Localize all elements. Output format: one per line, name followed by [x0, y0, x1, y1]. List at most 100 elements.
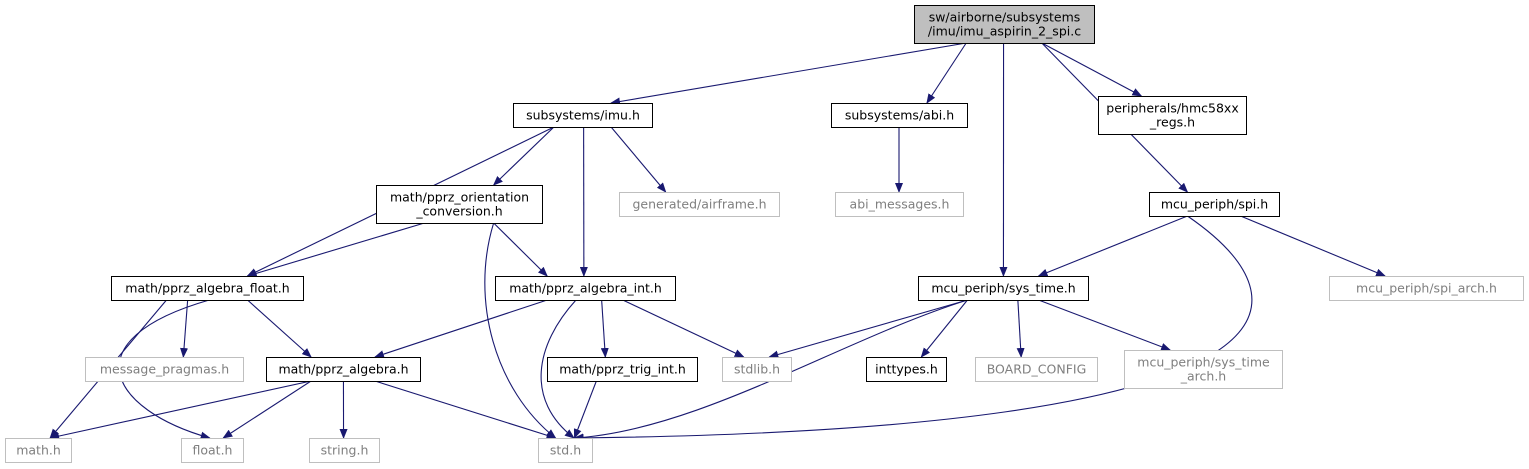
node-box [722, 357, 792, 382]
node-orient[interactable]: math/pprz_orientation_conversion.h [376, 185, 543, 224]
node-box [111, 276, 304, 301]
node-box [1329, 276, 1524, 301]
node-label: abi_messages.h [850, 197, 950, 212]
node-float: float.h [181, 438, 244, 463]
node-box [5, 438, 72, 463]
node-math: math.h [5, 438, 72, 463]
edge-alg-to-math [49, 380, 312, 440]
edge-spi_h-to-std [573, 215, 1253, 442]
node-box [266, 357, 421, 382]
node-box [619, 192, 780, 217]
edge-orient-to-std [484, 222, 557, 439]
node-label: subsystems/imu.h [526, 108, 640, 123]
node-inttypes[interactable]: inttypes.h [866, 357, 947, 382]
node-stdlib: stdlib.h [722, 357, 792, 382]
node-box [1149, 192, 1280, 217]
node-label: generated/airframe.h [632, 197, 766, 212]
edge-alg_float-to-msg_prag [180, 299, 189, 358]
node-box [85, 357, 244, 382]
node-spi_arch: mcu_periph/spi_arch.h [1329, 276, 1524, 301]
edge-alg_int-to-trig [600, 299, 609, 358]
edge-alg_int-to-stdlib [622, 299, 745, 358]
node-label: mcu_periph/sys_time.h [931, 281, 1075, 296]
node-string: string.h [309, 438, 380, 463]
node-label: float.h [193, 443, 233, 458]
edge-alg_int-to-alg [374, 299, 548, 358]
node-label: message_pragmas.h [100, 362, 229, 377]
node-box [866, 357, 947, 382]
node-label: stdlib.h [734, 362, 780, 377]
node-box [835, 192, 964, 217]
node-box [831, 103, 968, 128]
node-board: BOARD_CONFIG [975, 357, 1098, 382]
node-box [547, 357, 698, 382]
edge-sys_time-to-stdlib [768, 299, 968, 359]
edge-trig-to-std [573, 380, 597, 439]
node-box [538, 438, 593, 463]
node-label: peripherals/hmc58xx [1106, 101, 1238, 116]
edge-root-to-imu_h [610, 42, 967, 106]
node-alg_float[interactable]: math/pprz_algebra_float.h [111, 276, 304, 301]
node-label: _arch.h [1180, 369, 1226, 384]
node-box [975, 357, 1098, 382]
node-box [914, 5, 1095, 44]
edge-imu_h-to-airframe [610, 126, 667, 193]
node-label: std.h [550, 443, 581, 458]
edge-alg-to-float [222, 380, 312, 439]
node-label: mcu_periph/sys_time [1137, 355, 1270, 370]
node-alg_int[interactable]: math/pprz_algebra_int.h [495, 276, 676, 301]
node-label: math/pprz_trig_int.h [559, 362, 686, 377]
node-label: inttypes.h [875, 362, 938, 377]
node-box [513, 103, 653, 128]
edge-sys_time-to-inttypes [920, 299, 968, 358]
node-label: subsystems/abi.h [845, 108, 954, 123]
edge-alg_float-to-alg [247, 299, 312, 358]
node-box [495, 276, 676, 301]
edge-sys_time-to-systime_arch [1038, 299, 1172, 351]
node-label: BOARD_CONFIG [987, 362, 1087, 377]
node-std: std.h [538, 438, 593, 463]
node-box [309, 438, 380, 463]
node-label: math.h [16, 443, 61, 458]
edge-imu_h-to-orient [492, 126, 555, 186]
edge-spi_h-to-sys_time [1037, 215, 1188, 277]
edge-alg-to-std [374, 380, 557, 440]
edge-spi_h-to-spi_arch [1240, 215, 1386, 277]
node-label: mcu_periph/spi_arch.h [1356, 281, 1497, 296]
node-airframe: generated/airframe.h [619, 192, 780, 217]
node-label: mcu_periph/spi.h [1161, 197, 1268, 212]
node-label: math/pprz_algebra_float.h [125, 281, 289, 296]
node-box [918, 276, 1089, 301]
edge-root-to-hmc [1041, 42, 1143, 97]
node-label: /imu/imu_aspirin_2_spi.c [928, 24, 1081, 39]
node-box [181, 438, 244, 463]
node-label: sw/airborne/subsystems [929, 10, 1081, 25]
node-label: math/pprz_algebra_int.h [509, 281, 662, 296]
edge-alg_int-to-std [540, 299, 577, 439]
nodes-layer: sw/airborne/subsystems/imu/imu_aspirin_2… [5, 5, 1524, 463]
node-box [376, 185, 543, 224]
node-alg[interactable]: math/pprz_algebra.h [266, 357, 421, 382]
node-label: string.h [321, 443, 369, 458]
node-abi_h[interactable]: subsystems/abi.h [831, 103, 968, 128]
edge-orient-to-alg_float [246, 222, 425, 278]
node-box [1098, 96, 1247, 135]
node-sys_time[interactable]: mcu_periph/sys_time.h [918, 276, 1089, 301]
node-hmc[interactable]: peripherals/hmc58xx_regs.h [1098, 96, 1247, 135]
node-label: math/pprz_orientation [390, 190, 529, 205]
node-label: _regs.h [1149, 115, 1195, 130]
node-label: _conversion.h [415, 204, 502, 219]
edge-sys_time-to-board [1016, 299, 1025, 358]
node-label: math/pprz_algebra.h [278, 362, 408, 377]
node-spi_h[interactable]: mcu_periph/spi.h [1149, 192, 1280, 217]
edge-orient-to-alg_int [493, 222, 548, 277]
node-imu_h[interactable]: subsystems/imu.h [513, 103, 653, 128]
edge-root-to-abi_h [926, 42, 967, 104]
node-systime_arch: mcu_periph/sys_time_arch.h [1124, 350, 1283, 389]
node-abi_msg: abi_messages.h [835, 192, 964, 217]
node-trig[interactable]: math/pprz_trig_int.h [547, 357, 698, 382]
node-msg_prag: message_pragmas.h [85, 357, 244, 382]
node-root[interactable]: sw/airborne/subsystems/imu/imu_aspirin_2… [914, 5, 1095, 44]
node-box [1124, 350, 1283, 389]
